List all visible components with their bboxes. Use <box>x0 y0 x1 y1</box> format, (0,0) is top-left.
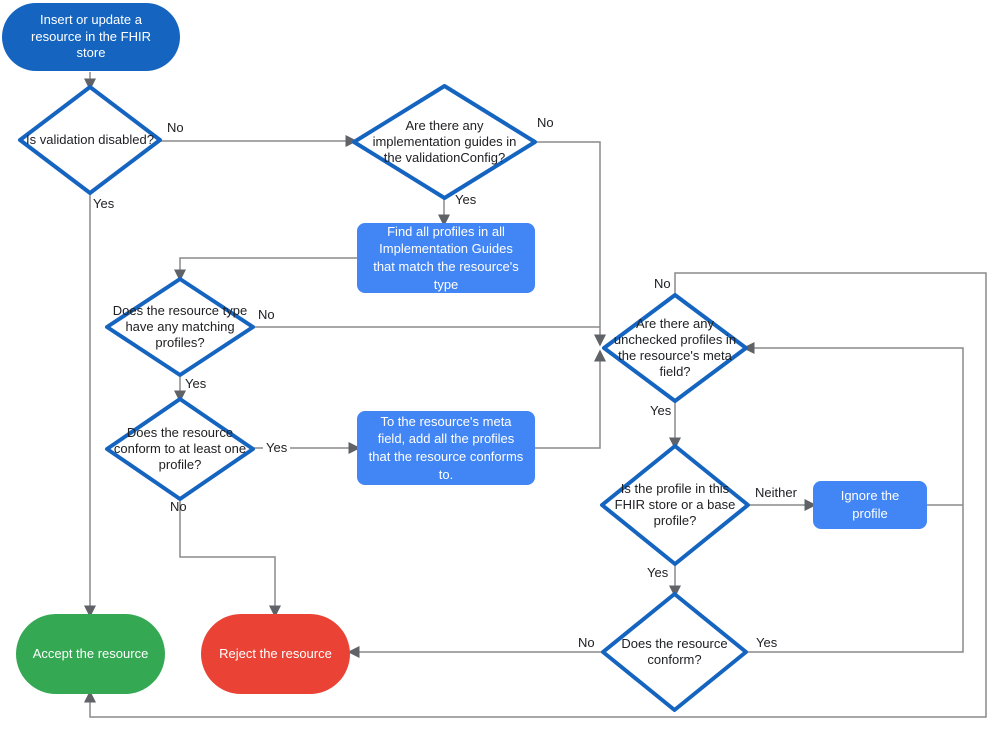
start-node: Insert or update a resource in the FHIR … <box>2 3 180 71</box>
edge-label-conform1-yes: Yes <box>263 440 291 456</box>
edge-label-ig-yes: Yes <box>455 192 477 207</box>
edge-label-profile-neither: Neither <box>755 485 797 500</box>
start-node-label: Insert or update a resource in the FHIR … <box>31 11 151 61</box>
accept-node-label: Accept the resource <box>32 645 149 661</box>
edge-label-ig-no: No <box>537 115 554 130</box>
edge-label-unchecked-no: No <box>654 276 671 291</box>
decision-implementation-guides-label: Are there any implementation guides in t… <box>372 117 517 166</box>
edge-label-conform1-no: No <box>170 499 187 514</box>
accept-node: Accept the resource <box>16 614 165 694</box>
edge-ig-no <box>536 141 606 347</box>
edge-label-conform2-yes: Yes <box>756 635 778 650</box>
process-add-profiles: To the resource's meta field, add all th… <box>357 411 535 485</box>
decision-profile-in-store: Is the profile in this FHIR store or a b… <box>600 444 750 566</box>
decision-conform-one-profile: Does the resource conform to at least on… <box>105 397 255 501</box>
process-ignore-profile-label: Ignore the profile <box>840 488 900 521</box>
edge-label-match-yes: Yes <box>185 376 207 391</box>
decision-profile-in-store-label: Is the profile in this FHIR store or a b… <box>614 480 736 529</box>
edge-unchecked-no-loop <box>84 272 987 718</box>
edge-label-match-no: No <box>258 307 275 322</box>
edge-label-unchecked-yes: Yes <box>650 403 672 418</box>
edge-label-conform2-no: No <box>578 635 595 650</box>
edge-conform1-no <box>179 500 281 618</box>
reject-node: Reject the resource <box>201 614 350 694</box>
process-add-profiles-label: To the resource's meta field, add all th… <box>368 413 524 482</box>
decision-unchecked-profiles-label: Are there any unchecked profiles in the … <box>613 315 737 380</box>
edge-label-validation-yes: Yes <box>93 196 115 211</box>
decision-resource-conform-label: Does the resource conform? <box>621 635 728 667</box>
decision-matching-profiles: Does the resource type have any matching… <box>105 277 255 377</box>
decision-unchecked-profiles: Are there any unchecked profiles in the … <box>602 293 748 403</box>
reject-node-label: Reject the resource <box>219 645 332 661</box>
process-find-profiles: Find all profiles in all Implementation … <box>357 223 535 293</box>
decision-validation-disabled: Is validation disabled? <box>18 85 162 195</box>
edge-label-validation-no: No <box>167 120 184 135</box>
edge-conform2-yes-loop <box>742 342 964 653</box>
process-find-profiles-label: Find all profiles in all Implementation … <box>373 223 519 292</box>
edge-findprofiles-to-match <box>174 257 357 282</box>
decision-resource-conform: Does the resource conform? <box>601 592 748 712</box>
decision-conform-one-profile-label: Does the resource conform to at least on… <box>113 424 247 473</box>
edge-label-profile-yes: Yes <box>647 565 669 580</box>
edge-addprofiles-to-unchecked <box>535 349 606 449</box>
decision-validation-disabled-label: Is validation disabled? <box>26 131 154 147</box>
decision-implementation-guides: Are there any implementation guides in t… <box>352 84 537 200</box>
decision-matching-profiles-label: Does the resource type have any matching… <box>112 302 248 351</box>
process-ignore-profile: Ignore the profile <box>813 481 927 529</box>
